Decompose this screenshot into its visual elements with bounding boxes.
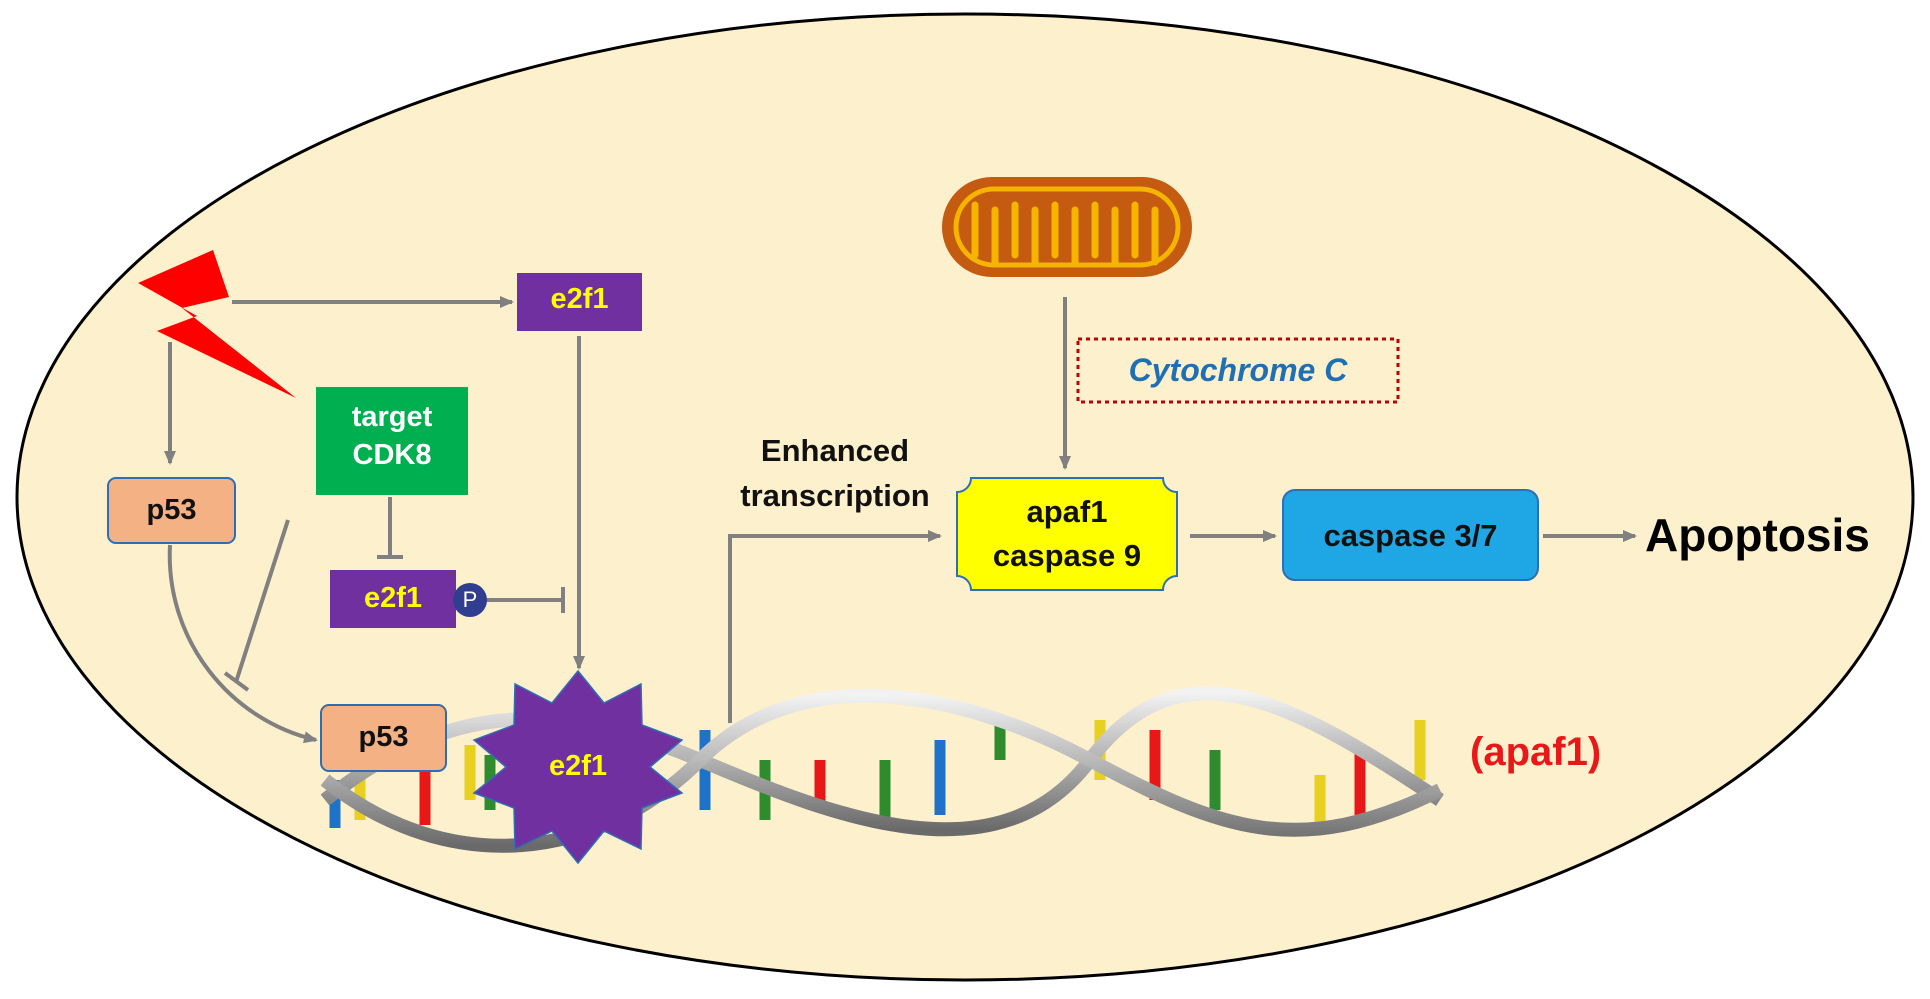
phospho-badge-label: P [462,587,478,612]
cytochrome-box [1076,337,1400,404]
arrow-p53-to-dna [167,544,318,744]
p53-dna-box [320,704,447,772]
e2f1-phos-label: e2f1 [363,582,423,614]
cdk8-label: target CDK8 [316,398,468,474]
e2f1-top-label: e2f1 [550,283,609,315]
enhanced-label-line2: transcription [740,478,930,513]
arrow-transcription [728,530,942,723]
cytochrome-label: Cytochrome C [1128,352,1348,388]
apaf1-label-line1: apaf1 [1026,494,1108,529]
caspase37-label: caspase 3/7 [1323,518,1498,553]
phospho-badge [453,583,487,617]
mitochondrion-icon [942,177,1192,277]
apaf1-label-line2: caspase 9 [992,538,1142,573]
cdk8-label-line1: target [351,401,433,433]
e2f1-top-box [517,273,642,331]
p53-dna-label: p53 [358,721,409,753]
e2f1-star-shape [472,669,684,865]
caspase37-box [1282,489,1539,581]
cdk8-box [316,387,468,495]
p53-left-label: p53 [146,494,197,526]
e2f1-star-label: e2f1 [548,750,608,782]
apaf1-caspase9-label: apaf1 caspase 9 [957,490,1177,578]
e2f1-phos-box [330,570,456,628]
apaf1-caspase9-box [956,477,1178,591]
gene-apaf1-label: (apaf1) [1470,730,1602,774]
stress-lightning-icon [138,250,296,398]
connector-lines [164,296,1637,744]
inhibit-cdk8-to-p53 [234,519,290,683]
enhanced-label-line1: Enhanced [760,433,910,468]
apoptosis-label: Apoptosis [1645,509,1870,561]
dna-helix-icon [320,686,1444,853]
inhibit-bar-p53 [223,671,250,692]
enhanced-transcription-label: Enhanced transcription [705,428,965,518]
cdk8-label-line2: CDK8 [352,439,432,471]
p53-left-box [107,477,236,544]
